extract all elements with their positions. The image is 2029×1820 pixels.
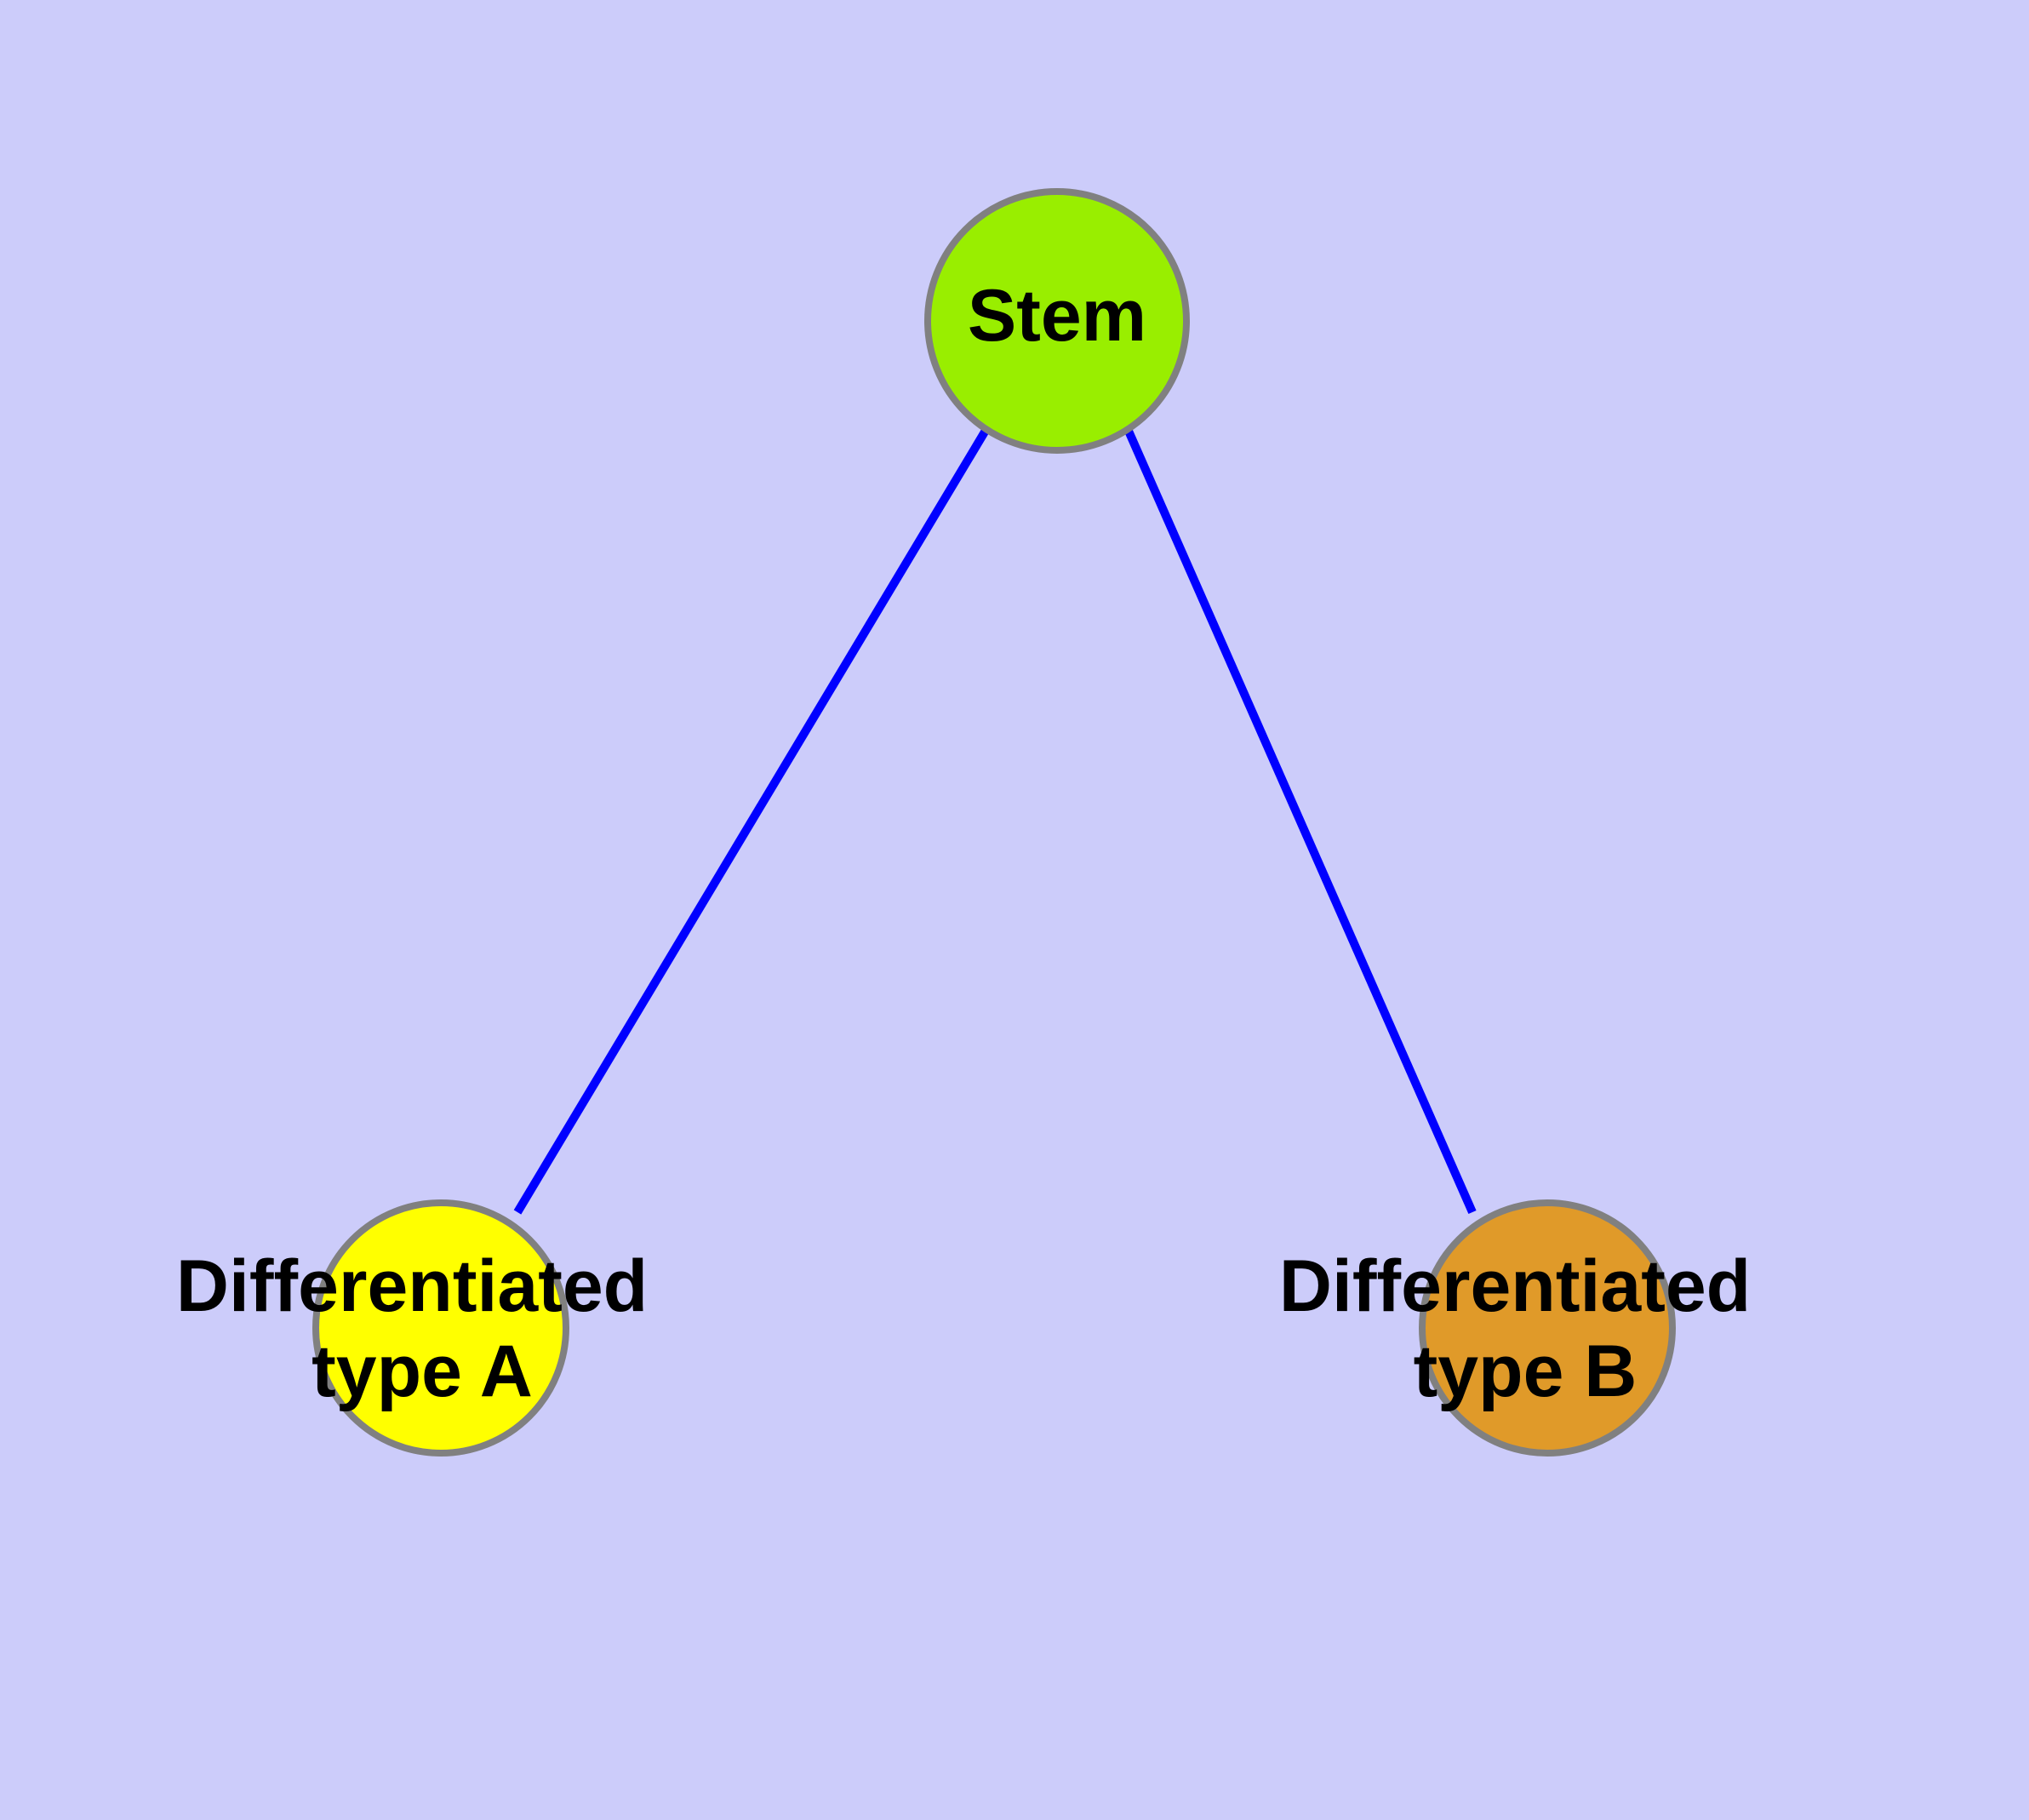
node-diff-b-circle[interactable] xyxy=(1419,1199,1676,1457)
node-diff-b-label-line-1: Differentiated xyxy=(1279,1245,1751,1327)
node-diff-a-label: Differentiated type A xyxy=(176,1245,668,1412)
edge-stem-to-diff-a[interactable] xyxy=(513,426,991,1215)
edge-layer xyxy=(513,426,1477,1215)
node-diff-a[interactable] xyxy=(312,1199,569,1457)
node-layer xyxy=(312,188,1676,1457)
node-diff-b[interactable] xyxy=(1419,1199,1676,1457)
node-diff-a-circle[interactable] xyxy=(312,1199,569,1457)
node-stem-label-line-1: Stem xyxy=(968,275,1146,357)
label-layer: Stem Differentiated type A Differentiate… xyxy=(176,275,1771,1412)
node-stem-label: Stem xyxy=(968,275,1146,357)
node-stem[interactable] xyxy=(924,188,1190,454)
node-stem-circle[interactable] xyxy=(924,188,1190,454)
edge-stem-to-diff-b[interactable] xyxy=(1123,426,1477,1215)
node-diff-a-label-line-2: type A xyxy=(311,1331,533,1412)
node-diff-b-label-line-2: type B xyxy=(1414,1331,1637,1412)
node-diff-b-label: Differentiated type B xyxy=(1279,1245,1771,1412)
node-diff-a-label-line-1: Differentiated xyxy=(176,1245,648,1327)
